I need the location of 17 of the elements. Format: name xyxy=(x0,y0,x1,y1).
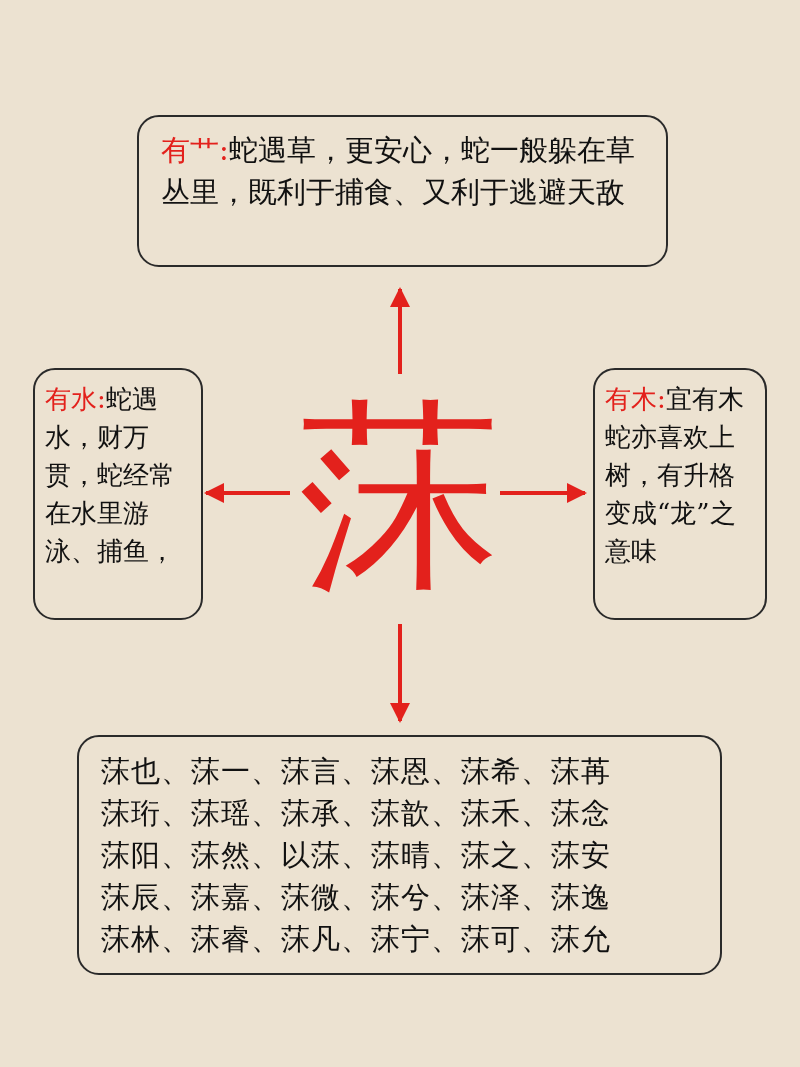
name-list-row-text: 莯也、莯一、莯言、莯恩、莯希、莯苒 xyxy=(101,753,612,790)
text-box xyxy=(77,735,722,975)
name-list-row-text: 莯珩、莯瑶、莯承、莯歆、莯禾、莯念 xyxy=(101,795,612,832)
arrow xyxy=(390,624,410,723)
arrow xyxy=(500,483,587,503)
name-list-row-text: 莯辰、莯嘉、莯微、莯兮、莯泽、莯逸 xyxy=(101,879,612,916)
central-character-text: 莯 xyxy=(300,396,500,596)
arrow xyxy=(390,287,410,374)
name-list-row-text: 莯林、莯睿、莯凡、莯宁、莯可、莯允 xyxy=(101,921,612,958)
description-text: 有水:蛇遇水，财万贯，蛇经常在水里游泳、捕鱼， xyxy=(45,383,176,568)
text-box xyxy=(137,115,668,267)
name-list-row-text: 莯阳、莯然、以莯、莯晴、莯之、莯安 xyxy=(101,837,612,874)
arrow xyxy=(204,483,290,503)
description-text: 有木:宜有木蛇亦喜欢上树，有升格变成“龙”之意味 xyxy=(605,383,745,568)
description-text: 有艹:蛇遇草，更安心，蛇一般躲在草丛里，既利于捕食、又利于逃避天敌 xyxy=(161,132,636,211)
text-box xyxy=(593,368,767,620)
text-box xyxy=(33,368,203,620)
